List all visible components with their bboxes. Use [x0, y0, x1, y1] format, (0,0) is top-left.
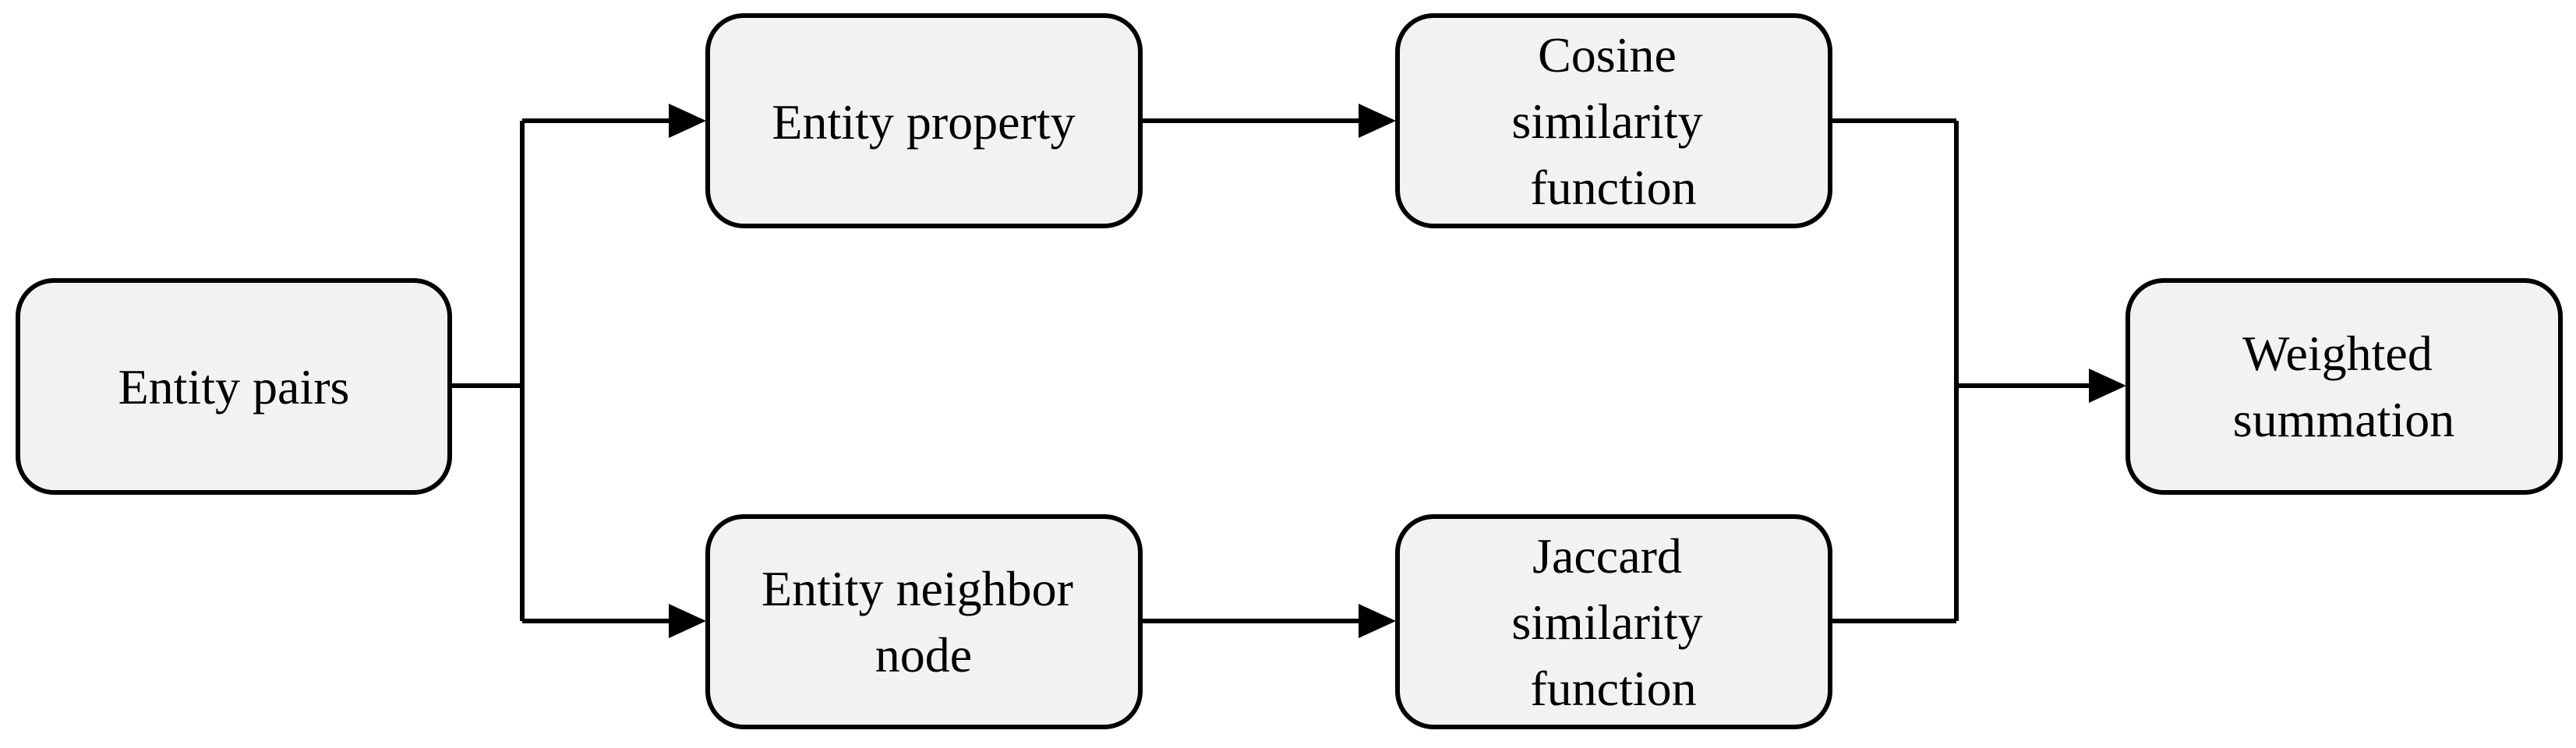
node-weighted-summation-label-line-2: summation [2233, 392, 2454, 447]
node-cosine-similarity-label-line-2: similarity [1511, 94, 1702, 149]
node-entity-pairs-label-line-1: Entity pairs [118, 359, 350, 415]
node-cosine-similarity-label: Cosine similarity function [1511, 27, 1715, 215]
node-entity-neighbor-node-label-line-1: Entity neighbor [761, 561, 1073, 616]
node-jaccard-similarity: Jaccard similarity function [1395, 514, 1832, 729]
node-entity-neighbor-node-label-line-2: node [875, 627, 972, 683]
node-weighted-summation-box [2125, 278, 2563, 495]
node-entity-property-label-line-1: Entity property [772, 94, 1075, 150]
node-jaccard-similarity-label-line-1: Jaccard [1532, 528, 1682, 584]
node-weighted-summation-label-line-1: Weighted [2242, 326, 2433, 381]
node-entity-pairs-label: Entity pairs [118, 359, 350, 415]
node-entity-neighbor-node-box [705, 514, 1143, 729]
node-entity-neighbor-node-label: Entity neighbor node [761, 561, 1086, 683]
node-cosine-similarity-box [1395, 13, 1832, 228]
node-jaccard-similarity-box [1395, 514, 1832, 729]
node-entity-pairs: Entity pairs [16, 278, 452, 495]
arrowhead-entity-property [669, 104, 706, 138]
node-weighted-summation-label: Weighted summation [2233, 326, 2454, 447]
arrowhead-jaccard-similarity [1359, 604, 1396, 638]
node-entity-property: Entity property [705, 13, 1143, 228]
node-entity-property-box [705, 13, 1143, 228]
node-entity-property-label: Entity property [772, 94, 1075, 150]
arrowhead-weighted-summation [2089, 369, 2126, 403]
connectors [450, 104, 2126, 638]
node-jaccard-similarity-label-line-2: similarity [1511, 595, 1702, 650]
node-jaccard-similarity-label: Jaccard similarity function [1511, 528, 1715, 716]
node-cosine-similarity-label-line-3: function [1530, 160, 1696, 215]
node-entity-pairs-box [16, 278, 452, 495]
arrowhead-cosine-similarity [1359, 104, 1396, 138]
node-cosine-similarity-label-line-1: Cosine [1538, 27, 1677, 83]
node-weighted-summation: Weighted summation [2125, 278, 2563, 495]
node-cosine-similarity: Cosine similarity function [1395, 13, 1832, 228]
arrowhead-entity-neighbor-node [669, 604, 706, 638]
node-entity-neighbor-node: Entity neighbor node [705, 514, 1143, 729]
node-jaccard-similarity-label-line-3: function [1530, 661, 1696, 716]
